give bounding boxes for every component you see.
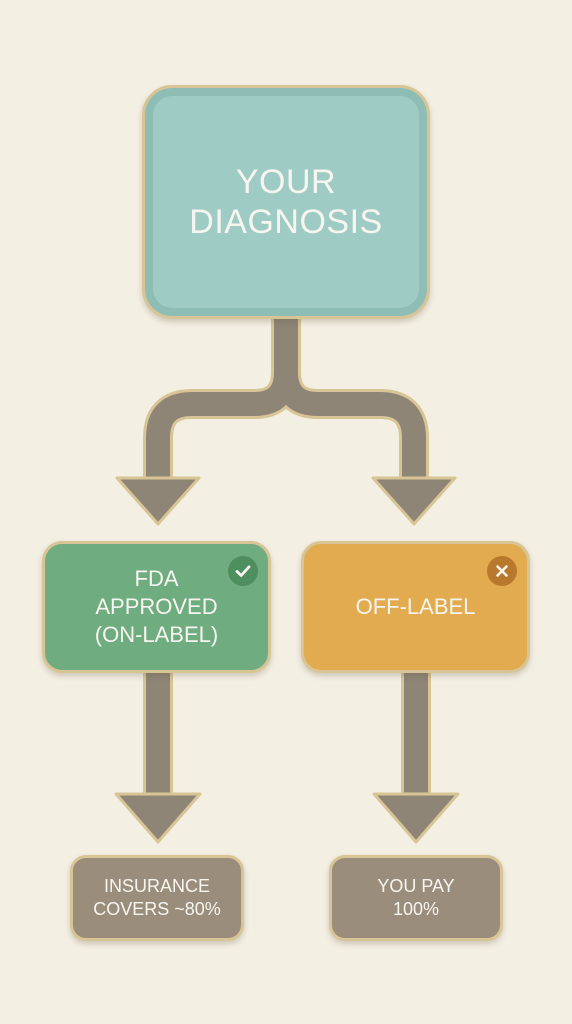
approved-line-1: FDA — [134, 566, 179, 591]
approved-line-2: APPROVED — [95, 594, 218, 619]
your-diagnosis-node: YOUR DIAGNOSIS — [142, 85, 430, 319]
insurance-covers-node: INSURANCE COVERS ~80% — [70, 855, 244, 941]
off-label-node: OFF-LABEL — [301, 541, 530, 673]
arrow-approved-to-insurance — [114, 672, 202, 844]
arrowhead-right — [371, 476, 457, 526]
you-pay-line-2: 100% — [392, 899, 440, 919]
check-icon — [228, 556, 258, 586]
fda-approved-node: FDA APPROVED (ON-LABEL) — [42, 541, 271, 673]
you-pay-node: YOU PAY 100% — [329, 855, 503, 941]
off-label-text: OFF-LABEL — [355, 594, 476, 619]
arrowhead-left — [115, 476, 201, 526]
diagnosis-line-2: DIAGNOSIS — [189, 203, 383, 241]
close-icon — [487, 556, 517, 586]
arrow-offlabel-to-youpay — [372, 672, 460, 844]
split-connector — [143, 318, 429, 482]
insurance-line-1: INSURANCE — [103, 876, 210, 896]
approved-line-3: (ON-LABEL) — [94, 622, 219, 647]
diagnosis-line-1: YOUR — [235, 163, 337, 201]
insurance-line-2: COVERS ~80% — [93, 899, 221, 919]
you-pay-line-1: YOU PAY — [377, 876, 455, 896]
